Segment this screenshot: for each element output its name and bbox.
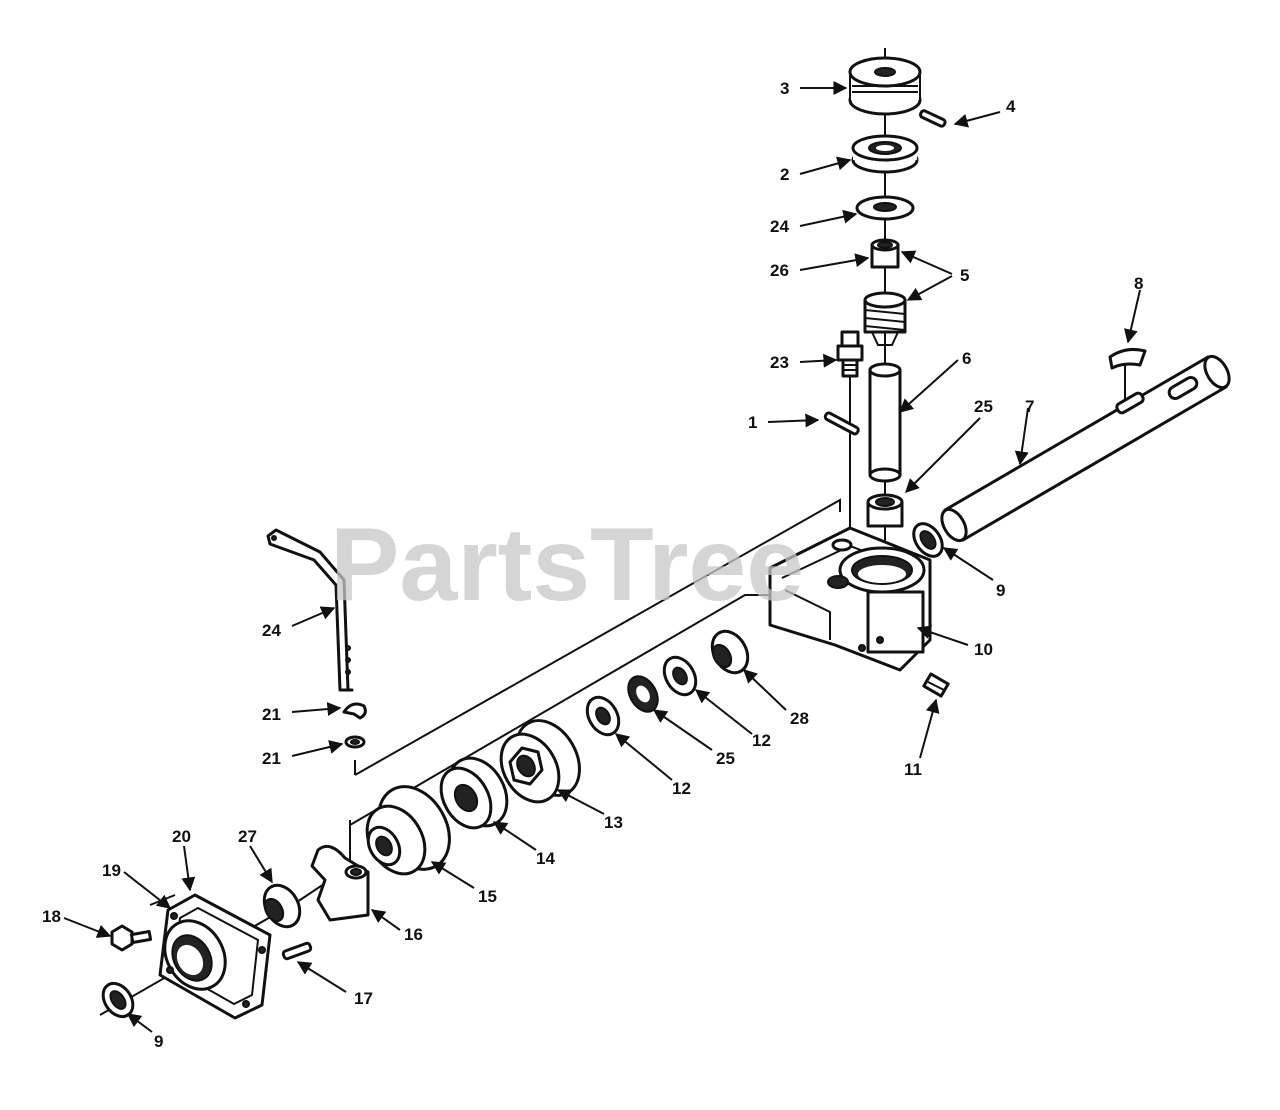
callout-23: 21 bbox=[262, 705, 281, 724]
callout-13: 13 bbox=[604, 813, 623, 832]
callout-16: 16 bbox=[404, 925, 423, 944]
callout-10: 10 bbox=[974, 640, 993, 659]
washer-part bbox=[855, 195, 915, 221]
callout-11: 11 bbox=[904, 760, 922, 779]
pulley-part bbox=[848, 56, 922, 116]
shaft-key-part bbox=[1108, 348, 1147, 370]
callout-9-left: 9 bbox=[154, 1032, 163, 1051]
set-screw-part bbox=[922, 672, 950, 698]
bearing-part bbox=[851, 134, 919, 174]
pin-part bbox=[823, 411, 860, 436]
callout-9-right: 9 bbox=[996, 581, 1005, 600]
housing-cover-part bbox=[158, 893, 272, 1020]
callout-28: 25 bbox=[974, 397, 993, 416]
callout-6: 6 bbox=[962, 349, 971, 368]
callout-19: 19 bbox=[102, 861, 121, 880]
clutch-collar-part bbox=[439, 756, 509, 830]
oil-seal-left-part bbox=[101, 981, 135, 1019]
flange-bearing-part bbox=[710, 629, 750, 675]
thrust-bearing-part bbox=[627, 675, 659, 713]
bushing-part bbox=[870, 238, 900, 269]
callout-3: 3 bbox=[780, 79, 789, 98]
gear-housing-part bbox=[768, 526, 932, 672]
flange-bearing-left-part bbox=[262, 883, 302, 929]
oil-seal-part bbox=[912, 522, 944, 558]
needle-bearing-part bbox=[866, 493, 904, 528]
key-part bbox=[919, 109, 947, 128]
callout-17: 17 bbox=[354, 989, 373, 1008]
callout-20: 20 bbox=[172, 827, 191, 846]
e-clip-part bbox=[342, 702, 367, 720]
clutch-part bbox=[365, 785, 451, 876]
callout-18: 18 bbox=[42, 907, 61, 926]
callout-27: 24 bbox=[770, 217, 789, 236]
callout-12-upper: 12 bbox=[752, 731, 771, 750]
cap-screw-part bbox=[110, 924, 153, 952]
thrust-washer-lower-part bbox=[585, 695, 621, 737]
callout-21-right: 28 bbox=[790, 709, 809, 728]
vertical-shaft-part bbox=[868, 362, 902, 483]
callout-21-left: 27 bbox=[238, 827, 257, 846]
callout-22: 21 bbox=[262, 749, 281, 768]
callout-2: 2 bbox=[780, 165, 789, 184]
shift-fork-part bbox=[310, 844, 370, 922]
watermark-text: PartsTree bbox=[330, 507, 804, 623]
callout-5: 5 bbox=[960, 266, 969, 285]
callout-labels: 3 2 4 24 26 5 23 6 1 25 7 8 9 10 11 28 1… bbox=[42, 79, 1143, 1051]
callout-26: 23 bbox=[770, 353, 789, 372]
callout-12-lower: 12 bbox=[672, 779, 691, 798]
thrust-washer-part bbox=[662, 655, 698, 697]
callout-15: 15 bbox=[478, 887, 497, 906]
axle-shaft-part bbox=[940, 354, 1231, 543]
callout-24: 24 bbox=[262, 621, 281, 640]
callout-29: 26 bbox=[770, 261, 789, 280]
callout-14: 14 bbox=[536, 849, 555, 868]
callout-7: 7 bbox=[1025, 397, 1034, 416]
callout-8: 8 bbox=[1134, 274, 1143, 293]
grease-fitting-part bbox=[836, 330, 864, 378]
callout-1: 1 bbox=[748, 413, 757, 432]
drive-gear-part bbox=[499, 719, 581, 804]
small-washer-part bbox=[344, 735, 366, 749]
callout-25: 25 bbox=[716, 749, 735, 768]
worm-gear-part bbox=[863, 291, 907, 346]
callout-leaders bbox=[63, 81, 1141, 1033]
callout-4: 4 bbox=[1006, 97, 1016, 116]
shift-rod-part bbox=[266, 528, 354, 692]
roll-pin-part bbox=[281, 941, 313, 961]
